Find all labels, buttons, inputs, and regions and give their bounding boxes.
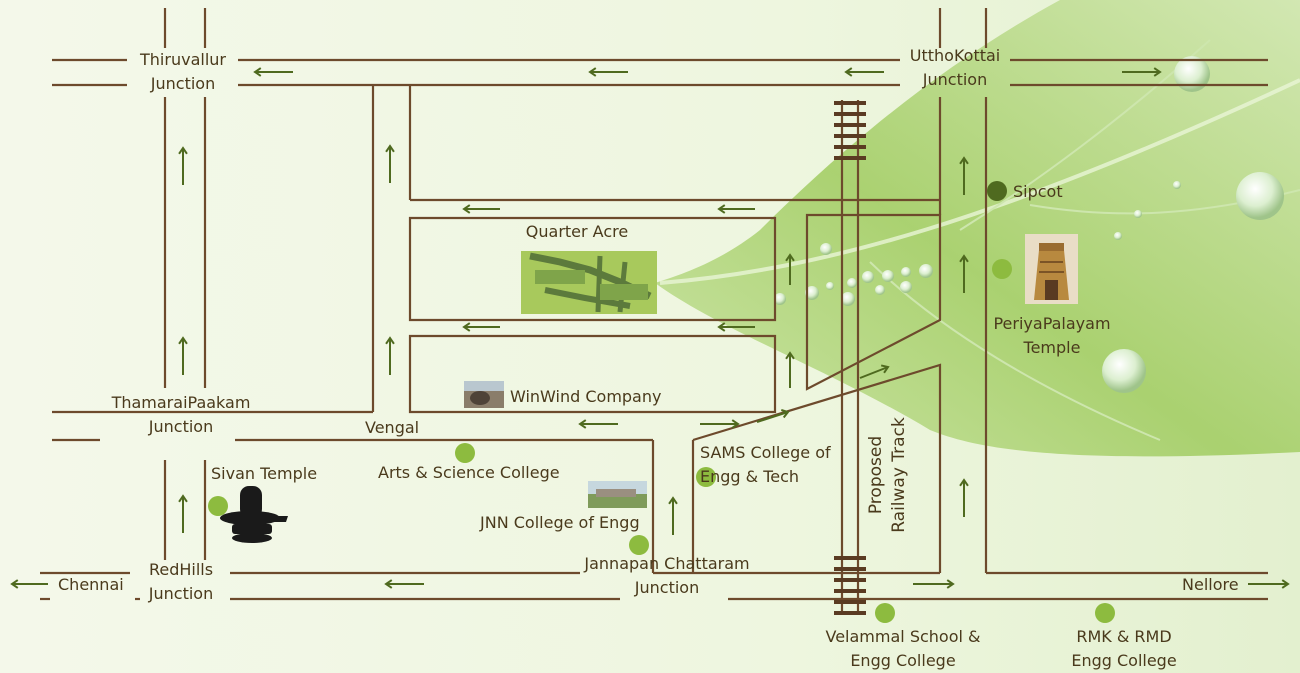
direction-arrow-head	[785, 253, 795, 262]
velammal-dot	[875, 603, 895, 623]
poi-dots	[208, 181, 1115, 623]
sipcot-dot	[987, 181, 1007, 201]
direction-arrow-head	[253, 67, 262, 77]
direction-arrow-head	[731, 419, 740, 429]
direction-arrow-head	[462, 204, 471, 214]
quarter-acre-plan-image	[521, 251, 657, 314]
direction-arrow-head	[781, 409, 790, 419]
winwind-factory-photo	[464, 381, 504, 408]
direction-arrow-head	[785, 351, 795, 360]
direction-arrow-head	[880, 364, 890, 374]
direction-arrow-head	[178, 336, 188, 345]
jnn-college-label: JNN College of Engg	[480, 513, 640, 532]
shiva-lingam-icon	[220, 486, 288, 543]
direction-arrow-head	[578, 419, 587, 429]
direction-arrows	[10, 67, 1290, 589]
direction-arrow-head	[717, 204, 726, 214]
velammal-label: Velammal School &Engg College	[825, 627, 981, 670]
direction-arrow-head	[1281, 579, 1290, 589]
direction-arrow-head	[1153, 67, 1162, 77]
direction-arrow	[756, 411, 789, 423]
direction-arrow-head	[717, 322, 726, 332]
roads	[40, 8, 1268, 601]
periyapalayam-dot	[992, 259, 1012, 279]
sivan-temple-label: Sivan Temple	[211, 464, 318, 483]
rmk-dot	[1095, 603, 1115, 623]
direction-arrow-head	[10, 579, 19, 589]
direction-arrow-head	[959, 254, 969, 263]
arts-college-label: Arts & Science College	[378, 463, 560, 482]
chennai-label: Chennai	[58, 575, 124, 594]
direction-arrow-head	[384, 579, 393, 589]
leaf-decoration	[655, 0, 1300, 457]
direction-arrow-head	[844, 67, 853, 77]
sipcot-label: Sipcot	[1013, 182, 1063, 201]
direction-arrow-head	[959, 156, 969, 165]
arts-college-dot	[455, 443, 475, 463]
direction-arrow-head	[178, 146, 188, 155]
vengal-label: Vengal	[365, 418, 420, 437]
sams-college-dot	[696, 467, 716, 487]
quarter-acre-label: Quarter Acre	[525, 222, 629, 241]
railway-track-icon	[834, 101, 866, 615]
direction-arrow	[859, 366, 889, 379]
railway-track	[840, 100, 860, 615]
nellore-label: Nellore	[1182, 575, 1239, 594]
jnn-college-photo	[588, 481, 647, 508]
direction-arrow-head	[946, 579, 955, 589]
direction-arrow-head	[385, 336, 395, 345]
direction-arrow-head	[668, 496, 678, 505]
winwind-label: WinWind Company	[510, 387, 662, 406]
direction-arrow-head	[959, 478, 969, 487]
jnn-college-dot	[629, 535, 649, 555]
direction-arrow-head	[588, 67, 597, 77]
water-drops	[774, 56, 1284, 393]
direction-arrow-head	[178, 494, 188, 503]
direction-arrow-head	[462, 322, 471, 332]
sivan-temple-dot	[208, 496, 228, 516]
temple-gopuram-image	[1025, 234, 1078, 304]
direction-arrow-head	[385, 144, 395, 153]
